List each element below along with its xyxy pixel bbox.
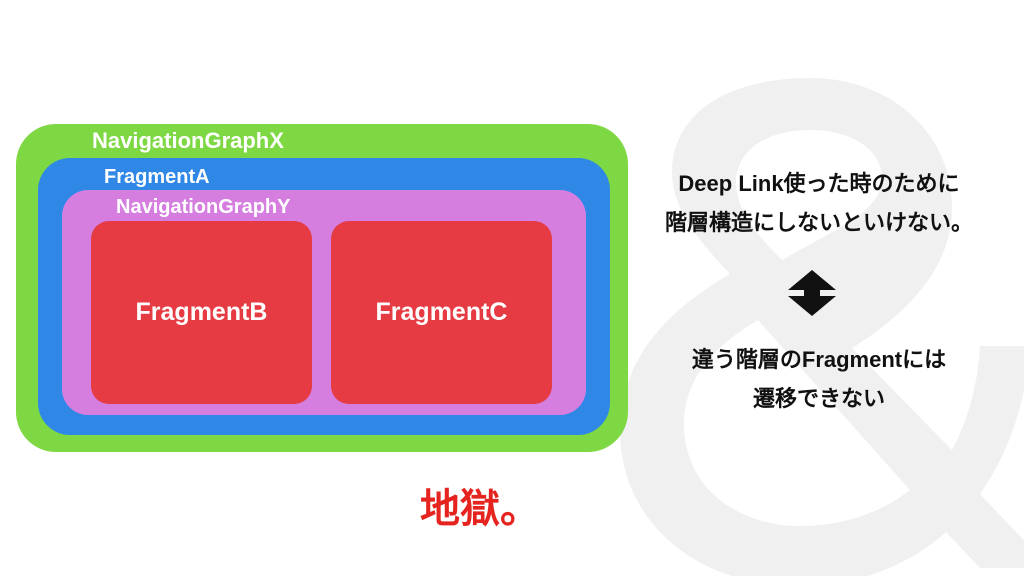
conclusion-text: 地獄。	[420, 487, 540, 531]
navigation-graph-y-label: NavigationGraphY	[116, 196, 291, 218]
fragment-c-box: FragmentC	[331, 221, 552, 404]
fragment-c-label: FragmentC	[375, 298, 508, 326]
fragment-b-box: FragmentB	[91, 221, 312, 404]
fragment-a-label: FragmentA	[104, 166, 210, 188]
note-top-line-1: Deep Link使った時のために	[678, 171, 960, 196]
note-bottom-line-2: 遷移できない	[752, 386, 885, 411]
navigation-graph-x-label: NavigationGraphX	[92, 128, 284, 153]
swap-vertical-arrows-icon	[788, 270, 836, 316]
note-bottom-line-1: 違う階層のFragmentには	[691, 347, 947, 372]
note-top-line-2: 階層構造にしないといけない。	[664, 210, 973, 235]
fragment-b-label: FragmentB	[135, 298, 268, 326]
